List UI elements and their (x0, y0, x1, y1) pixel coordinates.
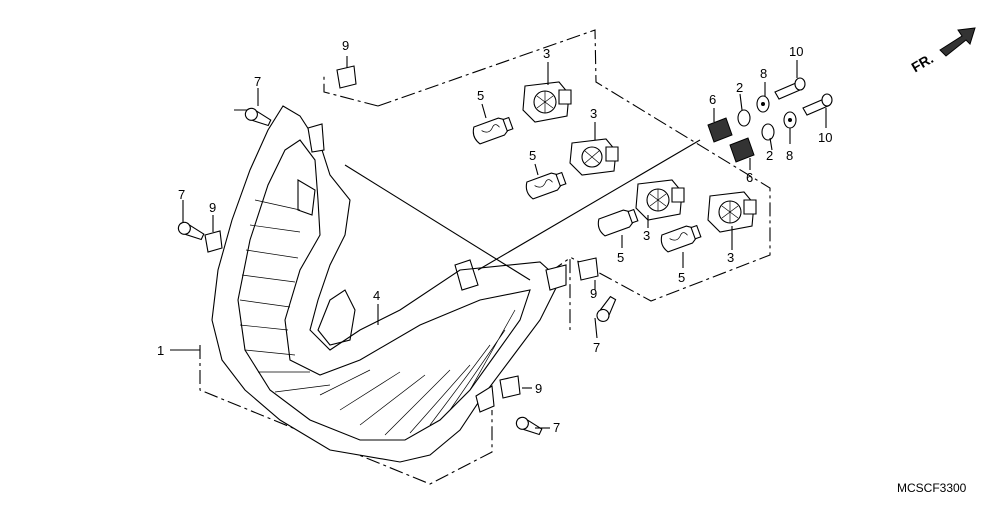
leader-bulb-connector (477, 139, 701, 271)
callout-5-c: 5 (617, 250, 624, 265)
callout-3-a: 3 (543, 46, 550, 61)
callout-7-b: 7 (178, 187, 185, 202)
leader-part-4-upper (344, 164, 531, 281)
leader-lines (182, 56, 827, 429)
callout-9-a: 9 (342, 38, 349, 53)
callout-3-d: 3 (727, 250, 734, 265)
callout-8-upper: 8 (760, 66, 767, 81)
callout-8-lower: 8 (786, 148, 793, 163)
callout-3-b: 3 (590, 106, 597, 121)
callout-6-lower: 6 (746, 170, 753, 185)
callout-7-d: 7 (553, 420, 560, 435)
front-direction-label: FR. (909, 50, 937, 75)
callout-7-a: 7 (254, 74, 261, 89)
callout-5-d: 5 (678, 270, 685, 285)
front-arrow-icon (939, 27, 976, 57)
headlight-housing (211, 105, 567, 463)
callout-7-c: 7 (593, 340, 600, 355)
callout-4: 4 (373, 288, 380, 303)
callout-2-upper: 2 (736, 80, 743, 95)
callout-2-lower: 2 (766, 148, 773, 163)
washer-part-8 (756, 95, 797, 129)
callout-3-c: 3 (643, 228, 650, 243)
grommet-part-6 (707, 117, 755, 163)
collar-part-2 (737, 109, 775, 141)
callout-9-d: 9 (535, 381, 542, 396)
callout-9-b: 9 (209, 200, 216, 215)
screw-part-7 (177, 107, 617, 436)
callout-5-a: 5 (477, 88, 484, 103)
callout-6-upper: 6 (709, 92, 716, 107)
callout-10-lower: 10 (818, 130, 832, 145)
assembly-outline-main (199, 29, 771, 485)
callout-labels: 1 4 2 2 3 3 3 3 5 5 5 5 6 6 7 7 7 7 8 8 … (157, 38, 832, 435)
callout-1: 1 (157, 343, 164, 358)
clip-nut-part-9 (204, 65, 599, 399)
front-direction-indicator: FR. (909, 27, 976, 75)
bulb-part-5 (472, 116, 702, 253)
bulb-socket-part-3 (522, 81, 757, 233)
callout-10-upper: 10 (789, 44, 803, 59)
callout-5-b: 5 (529, 148, 536, 163)
diagram-code: MCSCF3300 (897, 481, 967, 495)
bolt-part-10 (774, 77, 833, 116)
callout-9-c: 9 (590, 286, 597, 301)
